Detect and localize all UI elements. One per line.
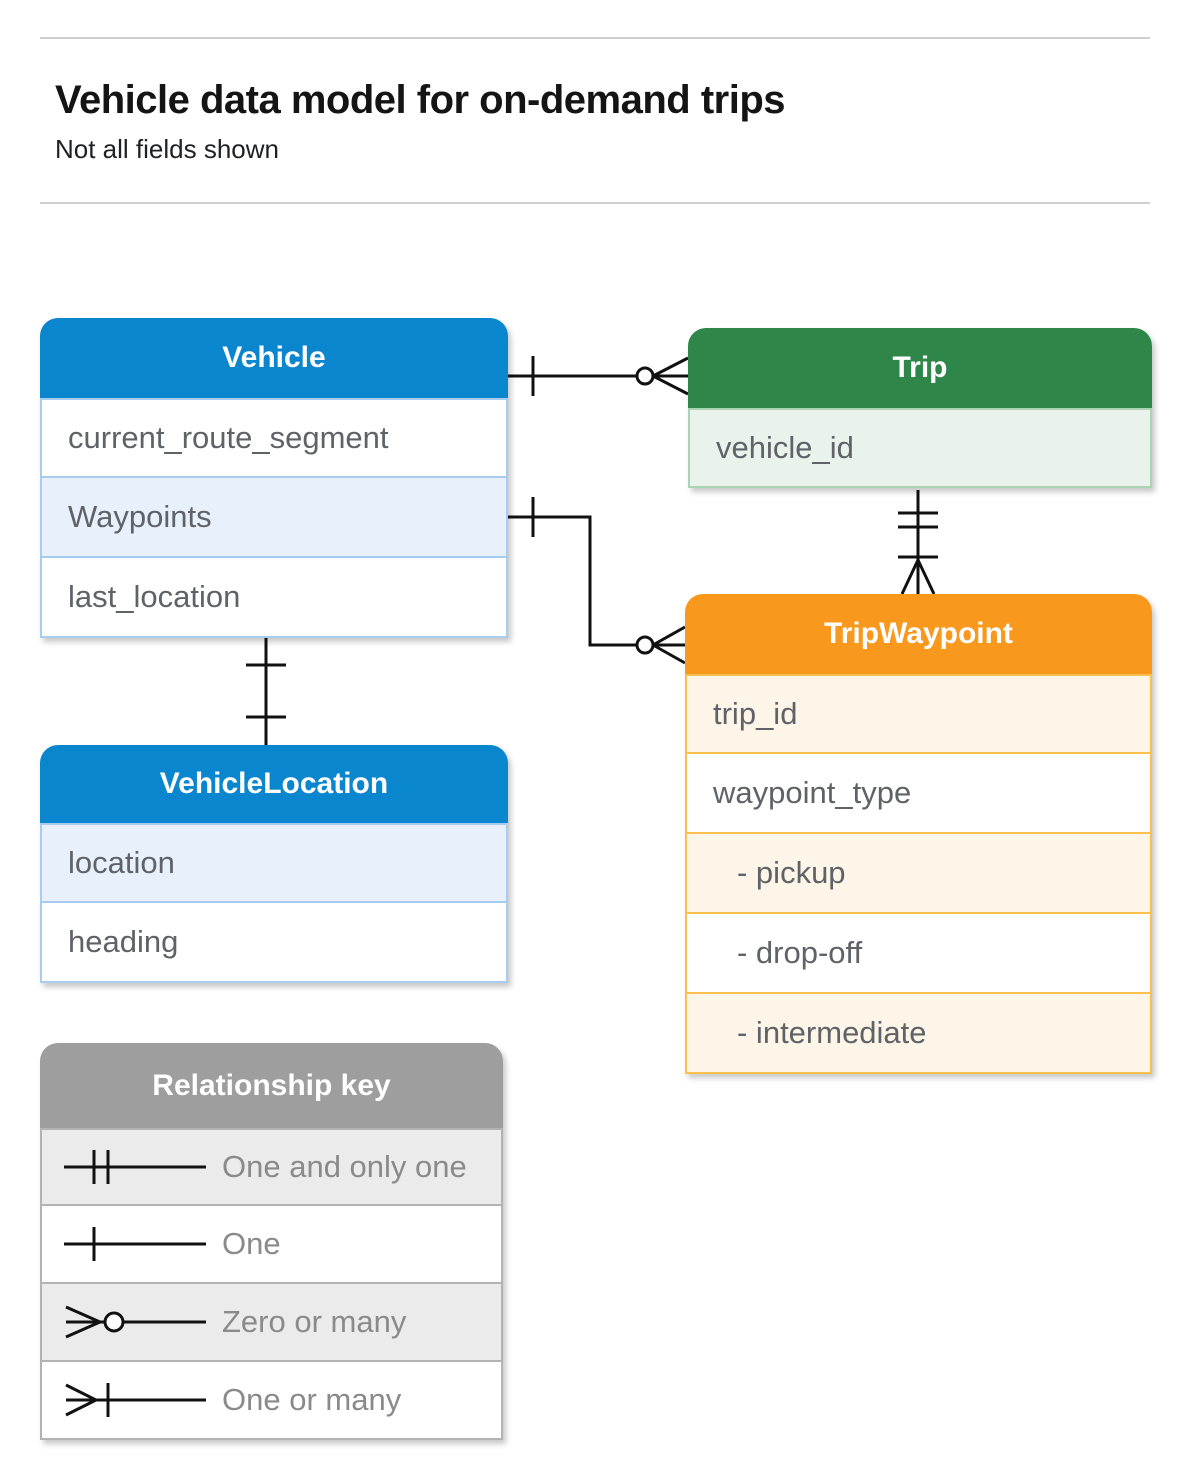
entity-trip: Trip vehicle_id: [688, 328, 1152, 488]
legend-label: Zero or many: [222, 1304, 407, 1339]
legend-item: One and only one: [40, 1128, 503, 1206]
field-label: current_route_segment: [68, 420, 389, 455]
field-row: waypoint_type: [685, 754, 1152, 834]
legend-label: One or many: [222, 1382, 402, 1417]
entity-vehicle: Vehicle current_route_segment Waypoints …: [40, 318, 508, 638]
page-subtitle: Not all fields shown: [55, 134, 279, 164]
entity-title: Vehicle: [222, 341, 326, 374]
field-label: location: [68, 845, 175, 880]
one-and-only-one-ticks-icon: [246, 663, 286, 719]
one-or-many-icon: [65, 1383, 206, 1417]
field-label: - intermediate: [737, 1015, 927, 1050]
one-icon: [64, 1227, 206, 1261]
field-row: - drop-off: [685, 914, 1152, 994]
zero-circle-icon: [635, 635, 655, 655]
field-label: - pickup: [737, 855, 846, 890]
field-row: - intermediate: [685, 994, 1152, 1074]
legend-title: Relationship key: [152, 1068, 391, 1102]
connector-vehicle-trip: [508, 356, 689, 396]
connector-waypoints-tripwaypoint: [508, 497, 686, 665]
crows-foot-icon: [900, 559, 936, 595]
legend-label: One and only one: [222, 1149, 467, 1184]
connector-trip-tripwaypoint: [898, 490, 938, 595]
entity-title: Trip: [892, 351, 948, 384]
page-title: Vehicle data model for on-demand trips: [55, 78, 786, 122]
field-row: last_location: [40, 558, 508, 638]
crows-foot-icon: [652, 356, 689, 396]
one-and-only-one-ticks-icon: [898, 511, 938, 529]
connector-vehicle-vehiclelocation: [246, 636, 286, 745]
field-row: location: [40, 823, 508, 903]
entity-title: VehicleLocation: [159, 767, 389, 800]
legend-label: One: [222, 1226, 281, 1261]
field-row: current_route_segment: [40, 398, 508, 478]
connector-line: [508, 515, 637, 647]
field-row: vehicle_id: [688, 408, 1152, 488]
field-label: Waypoints: [68, 499, 212, 534]
field-row: Waypoints: [40, 478, 508, 558]
entity-trip-waypoint-header: TripWaypoint: [685, 594, 1152, 674]
field-label: last_location: [68, 579, 241, 614]
entity-trip-waypoint: TripWaypoint trip_id waypoint_type - pic…: [685, 594, 1152, 1074]
field-row: heading: [40, 903, 508, 983]
field-row: trip_id: [685, 674, 1152, 754]
one-and-only-one-icon: [64, 1150, 206, 1184]
entity-trip-header: Trip: [688, 328, 1152, 408]
relationship-key: Relationship key One and only one One Ze…: [40, 1043, 503, 1440]
field-label: waypoint_type: [713, 775, 912, 810]
zero-circle-icon: [635, 366, 655, 386]
field-label: vehicle_id: [716, 430, 854, 465]
field-row: - pickup: [685, 834, 1152, 914]
legend-item: One or many: [40, 1362, 503, 1440]
field-label: heading: [68, 924, 179, 959]
entity-title: TripWaypoint: [824, 617, 1013, 650]
field-label: trip_id: [713, 696, 798, 731]
header-divider: [40, 202, 1150, 204]
entity-vehicle-header: Vehicle: [40, 318, 508, 398]
legend-item: Zero or many: [40, 1284, 503, 1362]
top-divider: [40, 37, 1150, 39]
field-label: - drop-off: [737, 935, 863, 970]
zero-or-many-icon: [65, 1305, 206, 1339]
relationship-key-header: Relationship key: [40, 1043, 503, 1128]
entity-vehicle-location: VehicleLocation location heading: [40, 745, 508, 983]
legend-item: One: [40, 1206, 503, 1284]
entity-vehicle-location-header: VehicleLocation: [40, 745, 508, 823]
crows-foot-icon: [652, 625, 686, 665]
